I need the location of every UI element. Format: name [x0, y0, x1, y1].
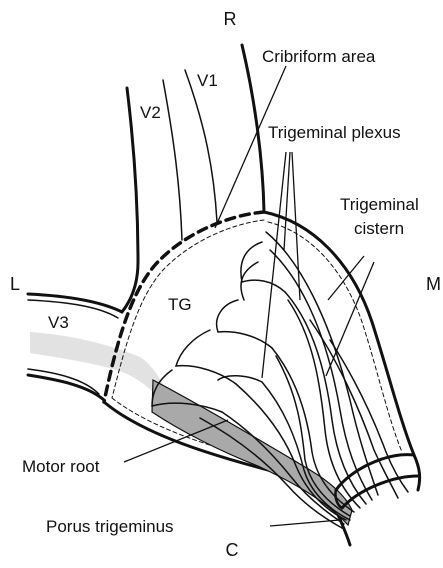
- trigeminal-cistern-label-line2: cistern: [354, 219, 404, 238]
- v3-lower-wall: [28, 375, 104, 400]
- lobe-1: [241, 242, 285, 292]
- v3-inner-upper: [28, 300, 118, 318]
- porus-leader: [270, 520, 340, 526]
- trigeminal-plexus-label: Trigeminal plexus: [268, 123, 401, 142]
- orientation-right: M: [426, 274, 441, 294]
- lobe-3: [217, 300, 272, 348]
- orientation-bottom: C: [226, 540, 239, 560]
- v3-fill-band: [30, 332, 167, 398]
- cribriform-area-label: Cribriform area: [262, 47, 376, 66]
- cistern-leader-1: [328, 256, 364, 300]
- v1-outer-wall: [242, 45, 264, 212]
- orientation-top: R: [224, 9, 237, 29]
- cistern-leader-2: [326, 262, 374, 376]
- v3-branch: [28, 294, 167, 400]
- v1-inner-wall: [185, 70, 217, 222]
- v2-label: V2: [140, 103, 161, 122]
- trigeminal-cistern-label-line1: Trigeminal: [340, 195, 419, 214]
- porus-ring-lower: [342, 476, 418, 508]
- v3-label: V3: [48, 313, 69, 332]
- porus-ring: [335, 455, 418, 508]
- v2-v1-wall: [163, 80, 182, 240]
- porus-trigeminus-label: Porus trigeminus: [46, 517, 174, 536]
- v3-upper-wall: [28, 294, 122, 312]
- tg-label: TG: [168, 295, 192, 314]
- motor-root-label: Motor root: [22, 457, 100, 476]
- v2-outer-wall: [122, 88, 138, 312]
- v1-v2-branches: [122, 45, 264, 312]
- v1-label: V1: [197, 71, 218, 90]
- orientation-left: L: [10, 274, 20, 294]
- lobe-6: [218, 376, 262, 382]
- plexus-leader-3: [262, 152, 286, 378]
